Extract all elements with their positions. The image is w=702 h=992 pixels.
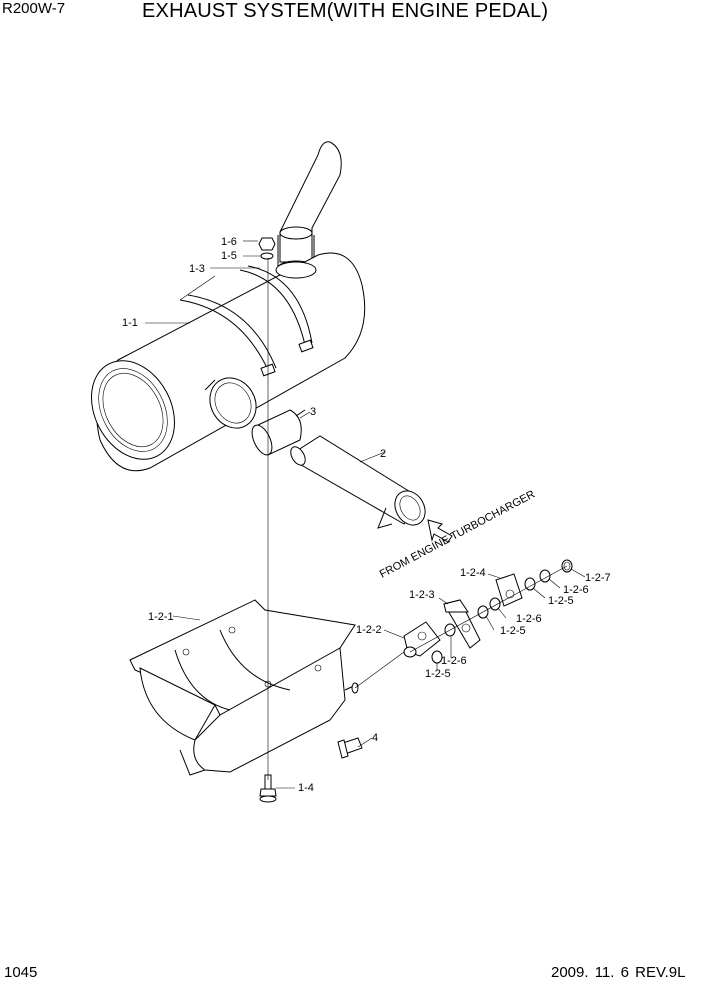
label-1-2-5-b: 1-2-5 — [500, 625, 526, 637]
label-1-1: 1-1 — [122, 317, 138, 329]
label-1-2-1: 1-2-1 — [148, 611, 174, 623]
page-title: EXHAUST SYSTEM(WITH ENGINE PEDAL) — [142, 0, 549, 22]
label-3: 3 — [310, 406, 316, 418]
label-1-3: 1-3 — [189, 263, 205, 275]
label-1-2-4: 1-2-4 — [460, 567, 486, 579]
exhaust-pipe — [290, 435, 426, 529]
label-1-2-5-a: 1-2-5 — [548, 595, 574, 607]
top-nut — [258, 237, 276, 260]
label-1-2-6-b: 1-2-6 — [516, 613, 542, 625]
muffler — [91, 252, 366, 472]
label-1-2-3: 1-2-3 — [409, 589, 435, 601]
label-1-4: 1-4 — [298, 782, 314, 794]
label-1-2-6-a: 1-2-6 — [563, 584, 589, 596]
page-number: 1045 — [4, 964, 38, 981]
revision-date: 2009. 11. 6 REV.9L — [551, 964, 686, 981]
label-1-5-top: 1-5 — [221, 250, 237, 262]
label-2: 2 — [380, 448, 386, 460]
label-1-2-2: 1-2-2 — [356, 624, 382, 636]
label-1-2-6-c: 1-2-6 — [441, 655, 467, 667]
bolt-1-4 — [259, 774, 277, 803]
bolt-4 — [337, 737, 363, 759]
leader-lines — [145, 240, 586, 789]
label-1-2-7: 1-2-7 — [585, 572, 611, 584]
label-1-2-5-c: 1-2-5 — [425, 668, 451, 680]
label-1-6-top: 1-6 — [221, 236, 237, 248]
muffler-bracket — [129, 599, 359, 776]
pivot-assembly — [403, 559, 573, 664]
flow-arrow-icon — [427, 519, 453, 543]
model-code: R200W-7 — [2, 0, 66, 17]
label-4: 4 — [372, 732, 378, 744]
